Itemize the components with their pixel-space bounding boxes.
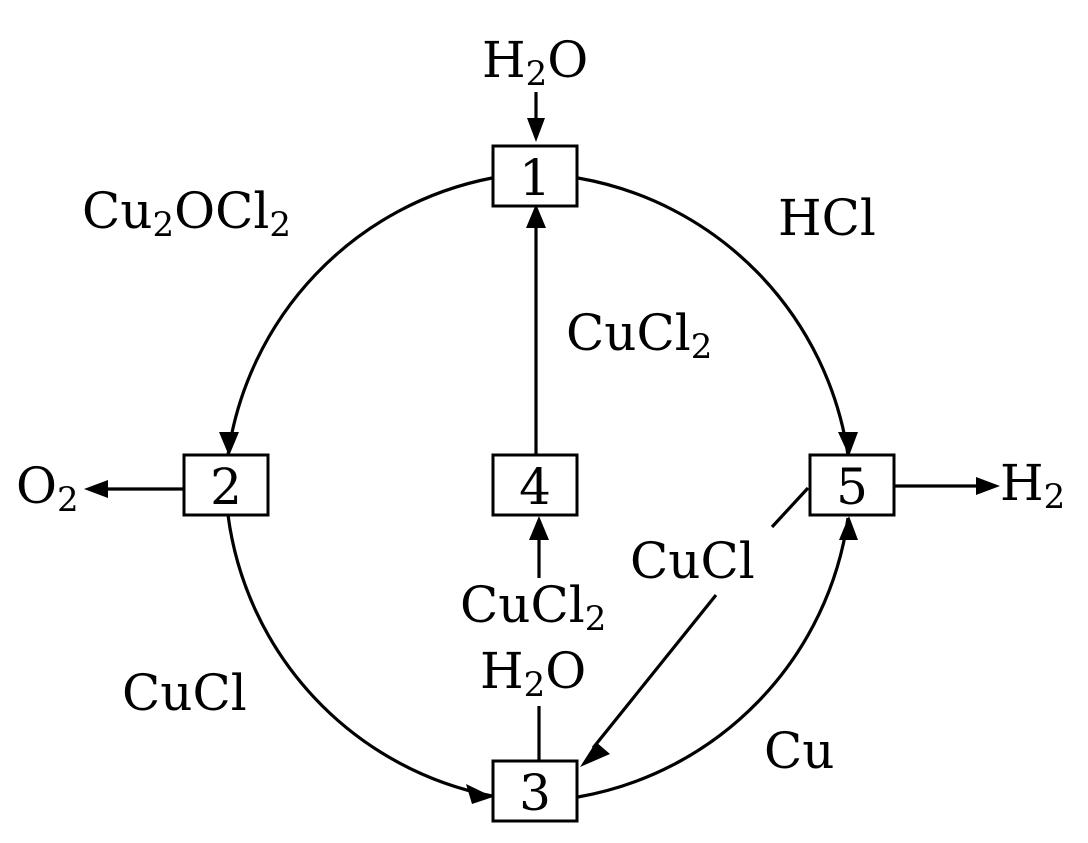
arrowhead-line-3-to-4 — [529, 516, 549, 540]
line-5-to-3-upper — [770, 486, 810, 529]
step-number-2: 2 — [210, 458, 242, 516]
arc-1-to-2 — [226, 176, 493, 456]
arc-2-to-3 — [226, 514, 493, 798]
step-box-3: 3 — [491, 759, 579, 823]
label-output-h2: H2 — [1000, 454, 1065, 517]
label-line-5-to-3: CuCl — [630, 532, 755, 590]
arrowhead-line-4-to-1 — [526, 204, 546, 228]
arrowhead-arc-1-to-5 — [838, 432, 858, 456]
arc-3-to-5 — [577, 517, 850, 799]
label-arc-2-to-3: CuCl — [122, 664, 247, 722]
arrowhead-arc-2-to-3 — [466, 784, 493, 804]
step-box-4: 4 — [491, 453, 579, 517]
label-input-water-top: H2O — [482, 31, 588, 94]
arrowhead-output-o2 — [84, 480, 108, 498]
arrowhead-arc-3-to-5 — [839, 516, 858, 540]
label-arc-1-to-5: HCl — [778, 189, 876, 247]
step-number-3: 3 — [519, 764, 551, 822]
label-arc-3-to-5: Cu — [764, 722, 834, 780]
label-arc-1-to-2: Cu2OCl2 — [82, 182, 291, 245]
step-number-5: 5 — [836, 458, 868, 516]
arrowhead-output-h2 — [976, 477, 1000, 495]
step-number-4: 4 — [519, 458, 551, 516]
arrowhead-input-water — [527, 118, 545, 142]
label-line-3-to-4-cucl2: CuCl2 — [460, 576, 606, 639]
step-box-5: 5 — [808, 453, 896, 517]
arrowhead-line-5-to-3 — [580, 742, 610, 767]
step-box-2: 2 — [182, 453, 270, 517]
label-line-3-to-4-water: H2O — [480, 642, 586, 705]
step-number-1: 1 — [519, 149, 551, 207]
line-5-to-3-lower — [591, 593, 718, 750]
arrowhead-arc-1-to-2 — [219, 432, 239, 456]
step-box-1: 1 — [491, 144, 579, 208]
label-output-o2: O2 — [16, 457, 79, 520]
label-line-4-to-1: CuCl2 — [566, 304, 712, 367]
arc-1-to-5 — [577, 176, 850, 456]
